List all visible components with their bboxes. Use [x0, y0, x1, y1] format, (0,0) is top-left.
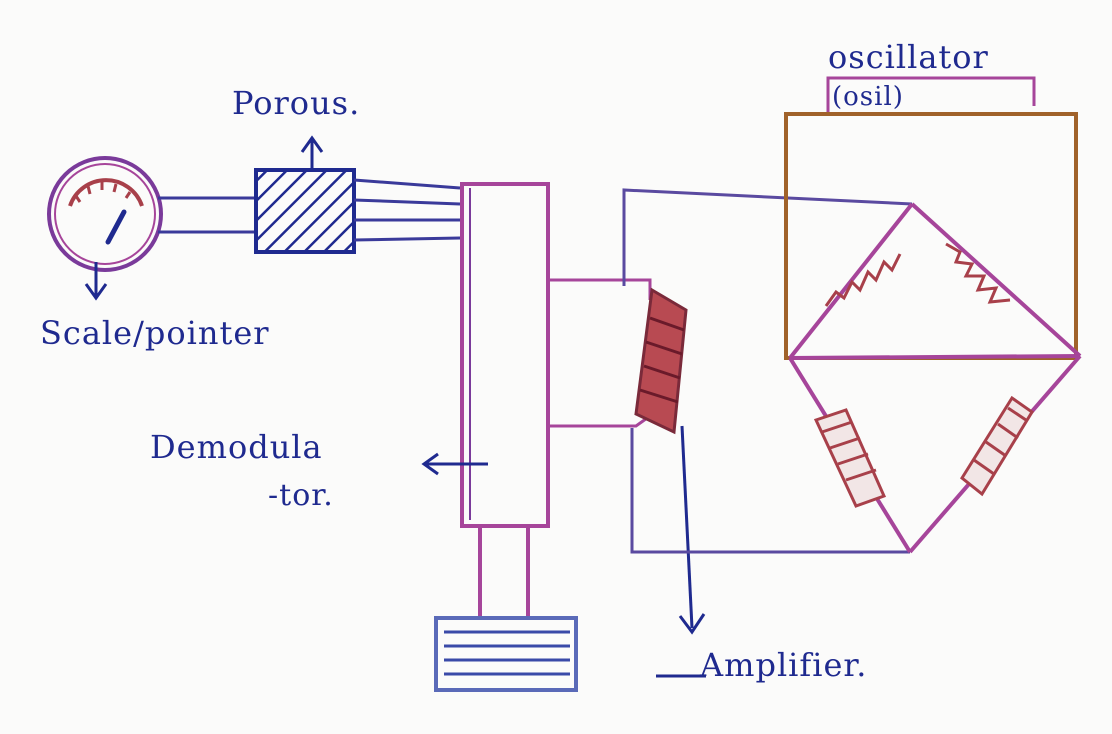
wheatstone-bridge — [788, 202, 1082, 554]
output-stem — [478, 526, 530, 618]
resistor-right — [945, 242, 1011, 304]
scale-pointer-label: Scale/pointer — [40, 314, 270, 352]
amplifier-label: Amplifier. — [700, 646, 868, 684]
oscillator-box — [784, 76, 1078, 360]
coil-winding — [634, 287, 688, 435]
pressure-gauge-icon — [47, 156, 163, 272]
column-coil-connection — [548, 278, 652, 428]
amplifier-arrow — [656, 425, 706, 678]
inductor-right — [960, 395, 1035, 497]
demodulator-label-arrow — [421, 452, 488, 476]
resistor-left — [824, 253, 902, 307]
porous-label-arrow — [300, 135, 324, 168]
scale-label-arrow — [84, 262, 108, 301]
circuit-wiring — [622, 188, 913, 554]
inductor-left — [813, 408, 887, 508]
oscillator-label: oscillator — [828, 38, 989, 76]
porous-to-column-tubes — [353, 178, 461, 242]
output-plate — [434, 616, 578, 692]
porous-label: Porous. — [232, 84, 361, 122]
demodulator-label-line1: Demodula — [150, 428, 323, 466]
demodulator-label-line2: -tor. — [268, 478, 334, 513]
porous-block — [254, 168, 356, 254]
osil-label: (osil) — [832, 82, 904, 112]
gauge-connection-pipe — [158, 196, 256, 234]
demodulator-column — [460, 182, 550, 528]
